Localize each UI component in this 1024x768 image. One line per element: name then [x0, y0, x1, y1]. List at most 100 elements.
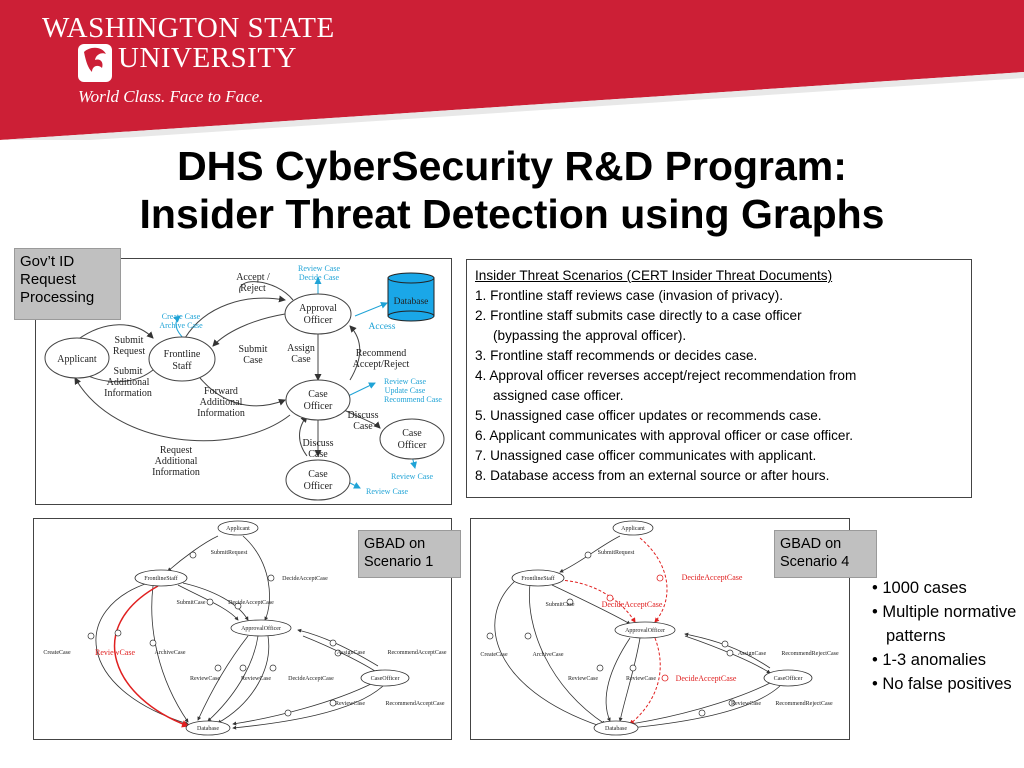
cyan-recommend-case: Recommend Case — [384, 395, 442, 404]
g1-anomaly-label: ReviewCase — [95, 648, 135, 657]
slide-title-line1: DHS CyberSecurity R&D Program: — [177, 143, 847, 189]
g4-edge-label: ReviewCase — [568, 676, 598, 682]
g1-database-node — [185, 720, 231, 736]
label-submit-add3: Information — [104, 388, 152, 399]
g1-caseofficer-node — [360, 669, 410, 687]
gbad-scenario1-graph: Applicant FrontlineStaff ApprovalOfficer… — [43, 520, 447, 736]
gbad-s1-line1: GBAD on — [364, 536, 426, 552]
bullet-item: • 1-3 anomalies — [872, 651, 987, 669]
label-accept-reject1: Accept / — [236, 272, 270, 283]
g1-applicant-label: Applicant — [226, 526, 250, 532]
label-submit-add1: Submit — [114, 366, 143, 377]
g1-edge-label: AssignCase — [337, 650, 366, 656]
cyan-update-case: Update Case — [385, 386, 426, 395]
process-diagram: Applicant Frontline Staff Approval Offic… — [44, 264, 445, 501]
scenarios-box: Insider Threat Scenarios (CERT Insider T… — [466, 259, 972, 498]
g1-edge-label: DecideAcceptCase — [228, 600, 274, 606]
cyan-review-case-c: Review Case — [366, 487, 408, 496]
university-name-line2: UNIVERSITY — [118, 42, 297, 74]
cyan-decide-case: Decide Case — [299, 273, 340, 282]
g4-edge-label: SubmitCase — [545, 602, 574, 608]
node-frontline-label1: Frontline — [164, 349, 201, 360]
label-submit-case1: Submit — [239, 344, 268, 355]
gbad-s4-line2: Scenario 4 — [780, 554, 850, 570]
node-case-b-label2: Officer — [398, 440, 427, 451]
header-banner — [0, 0, 1024, 140]
node-database-label: Database — [394, 297, 429, 307]
summary-bullets: • 1000 cases • Multiple normative patter… — [872, 576, 1022, 696]
scenario-item: 6. Applicant communicates with approval … — [475, 428, 854, 443]
g4-edge-label: AssignCase — [738, 651, 767, 657]
g1-edge-label: RecommendAcceptCase — [386, 701, 445, 707]
scenario-item: 7. Unassigned case officer communicates … — [475, 448, 817, 463]
slide-title-line2: Insider Threat Detection using Graphs — [139, 191, 885, 237]
university-name-line1: WASHINGTON STATE — [42, 12, 335, 44]
label-forward2: Additional — [200, 397, 243, 408]
g4-anomaly-label: DecideAcceptCase — [682, 573, 743, 582]
g1-frontline-node — [134, 569, 188, 587]
node-case-label2: Officer — [304, 401, 333, 412]
gbad-s4-line1: GBAD on — [780, 536, 842, 552]
label-assign-case2: Case — [291, 354, 311, 365]
g1-frontline-label: FrontlineStaff — [144, 575, 178, 582]
wsu-logo-icon — [78, 44, 112, 82]
g1-database-label: Database — [197, 726, 219, 732]
g4-edge-label: SubmitRequest — [598, 550, 635, 556]
bullet-item: • No false positives — [872, 675, 1012, 693]
g4-database-label: Database — [605, 726, 627, 732]
g4-approval-label: ApprovalOfficer — [625, 627, 665, 634]
label-submit-add2: Additional — [107, 377, 150, 388]
g4-applicant-label: Applicant — [621, 526, 645, 532]
node-case-b-label1: Case — [402, 428, 422, 439]
label-forward3: Information — [197, 408, 245, 419]
node-case-label1: Case — [308, 389, 328, 400]
gbad-scenario4-label: GBAD on Scenario 4 — [774, 530, 877, 578]
g4-anomaly-label: DecideAcceptCase — [676, 674, 737, 683]
cyan-archive-case: Archive Case — [159, 321, 203, 330]
scenario-item: 3. Frontline staff recommends or decides… — [475, 348, 758, 363]
g4-database-node — [593, 720, 639, 736]
g1-edge-label: CreateCase — [43, 650, 71, 656]
gbad-scenario1-label: GBAD on Scenario 1 — [358, 530, 461, 578]
g1-edge-label: ReviewCase — [241, 676, 271, 682]
scenario-item: 2. Frontline staff submits case directly… — [475, 308, 802, 343]
database-cylinder-icon — [387, 272, 435, 322]
slide-title: DHS CyberSecurity R&D Program: Insider T… — [0, 142, 1024, 238]
g1-edge-label: SubmitCase — [176, 600, 205, 606]
frontline-staff-node — [148, 336, 216, 382]
label-discuss-b1: Discuss — [302, 438, 333, 449]
node-frontline-label2: Staff — [172, 361, 192, 372]
cyan-review-case-2: Review Case — [384, 377, 426, 386]
cyan-review-case-b: Review Case — [391, 472, 433, 481]
label-forward1: Forward — [204, 386, 238, 397]
case-officer-c-node — [285, 459, 351, 501]
label-discuss-a2: Case — [353, 421, 373, 432]
cyan-access: Access — [369, 322, 396, 332]
scenarios-list: 1. Frontline staff reviews case (invasio… — [475, 286, 963, 486]
scenario-item: 8. Database access from an external sour… — [475, 468, 830, 483]
g4-edge-label: RecommendRejectCase — [775, 701, 833, 707]
gov-id-label-box: Gov’t ID Request Processing — [14, 248, 121, 320]
label-assign-case1: Assign — [287, 343, 315, 354]
g4-edge-label: ArchiveCase — [533, 652, 564, 658]
applicant-node — [44, 337, 110, 379]
bullet-item: • 1000 cases — [872, 579, 967, 597]
g1-approval-label: ApprovalOfficer — [241, 625, 281, 632]
label-request-add1: Request — [160, 445, 192, 456]
g1-edge-label: SubmitRequest — [211, 550, 248, 556]
label-submit-request1: Submit — [115, 335, 144, 346]
label-request-add2: Additional — [155, 456, 198, 467]
label-discuss-a1: Discuss — [347, 410, 378, 421]
g1-edge-label: ReviewCase — [335, 701, 365, 707]
node-applicant-label: Applicant — [57, 354, 97, 365]
g4-approval-node — [614, 621, 676, 639]
g4-caseofficer-label: CaseOfficer — [774, 675, 803, 682]
g4-edge-label: ReviewCase — [731, 701, 761, 707]
label-recommend1: Recommend — [356, 348, 407, 359]
g1-edge-label: RecommendAcceptCase — [388, 650, 447, 656]
gbad-s1-line2: Scenario 1 — [364, 554, 434, 570]
node-approval-label2: Officer — [304, 315, 333, 326]
g4-anomaly-label: DecideAcceptCase — [602, 600, 663, 609]
g1-edge-label: ReviewCase — [190, 676, 220, 682]
label-recommend2: Accept/Reject — [353, 359, 410, 370]
